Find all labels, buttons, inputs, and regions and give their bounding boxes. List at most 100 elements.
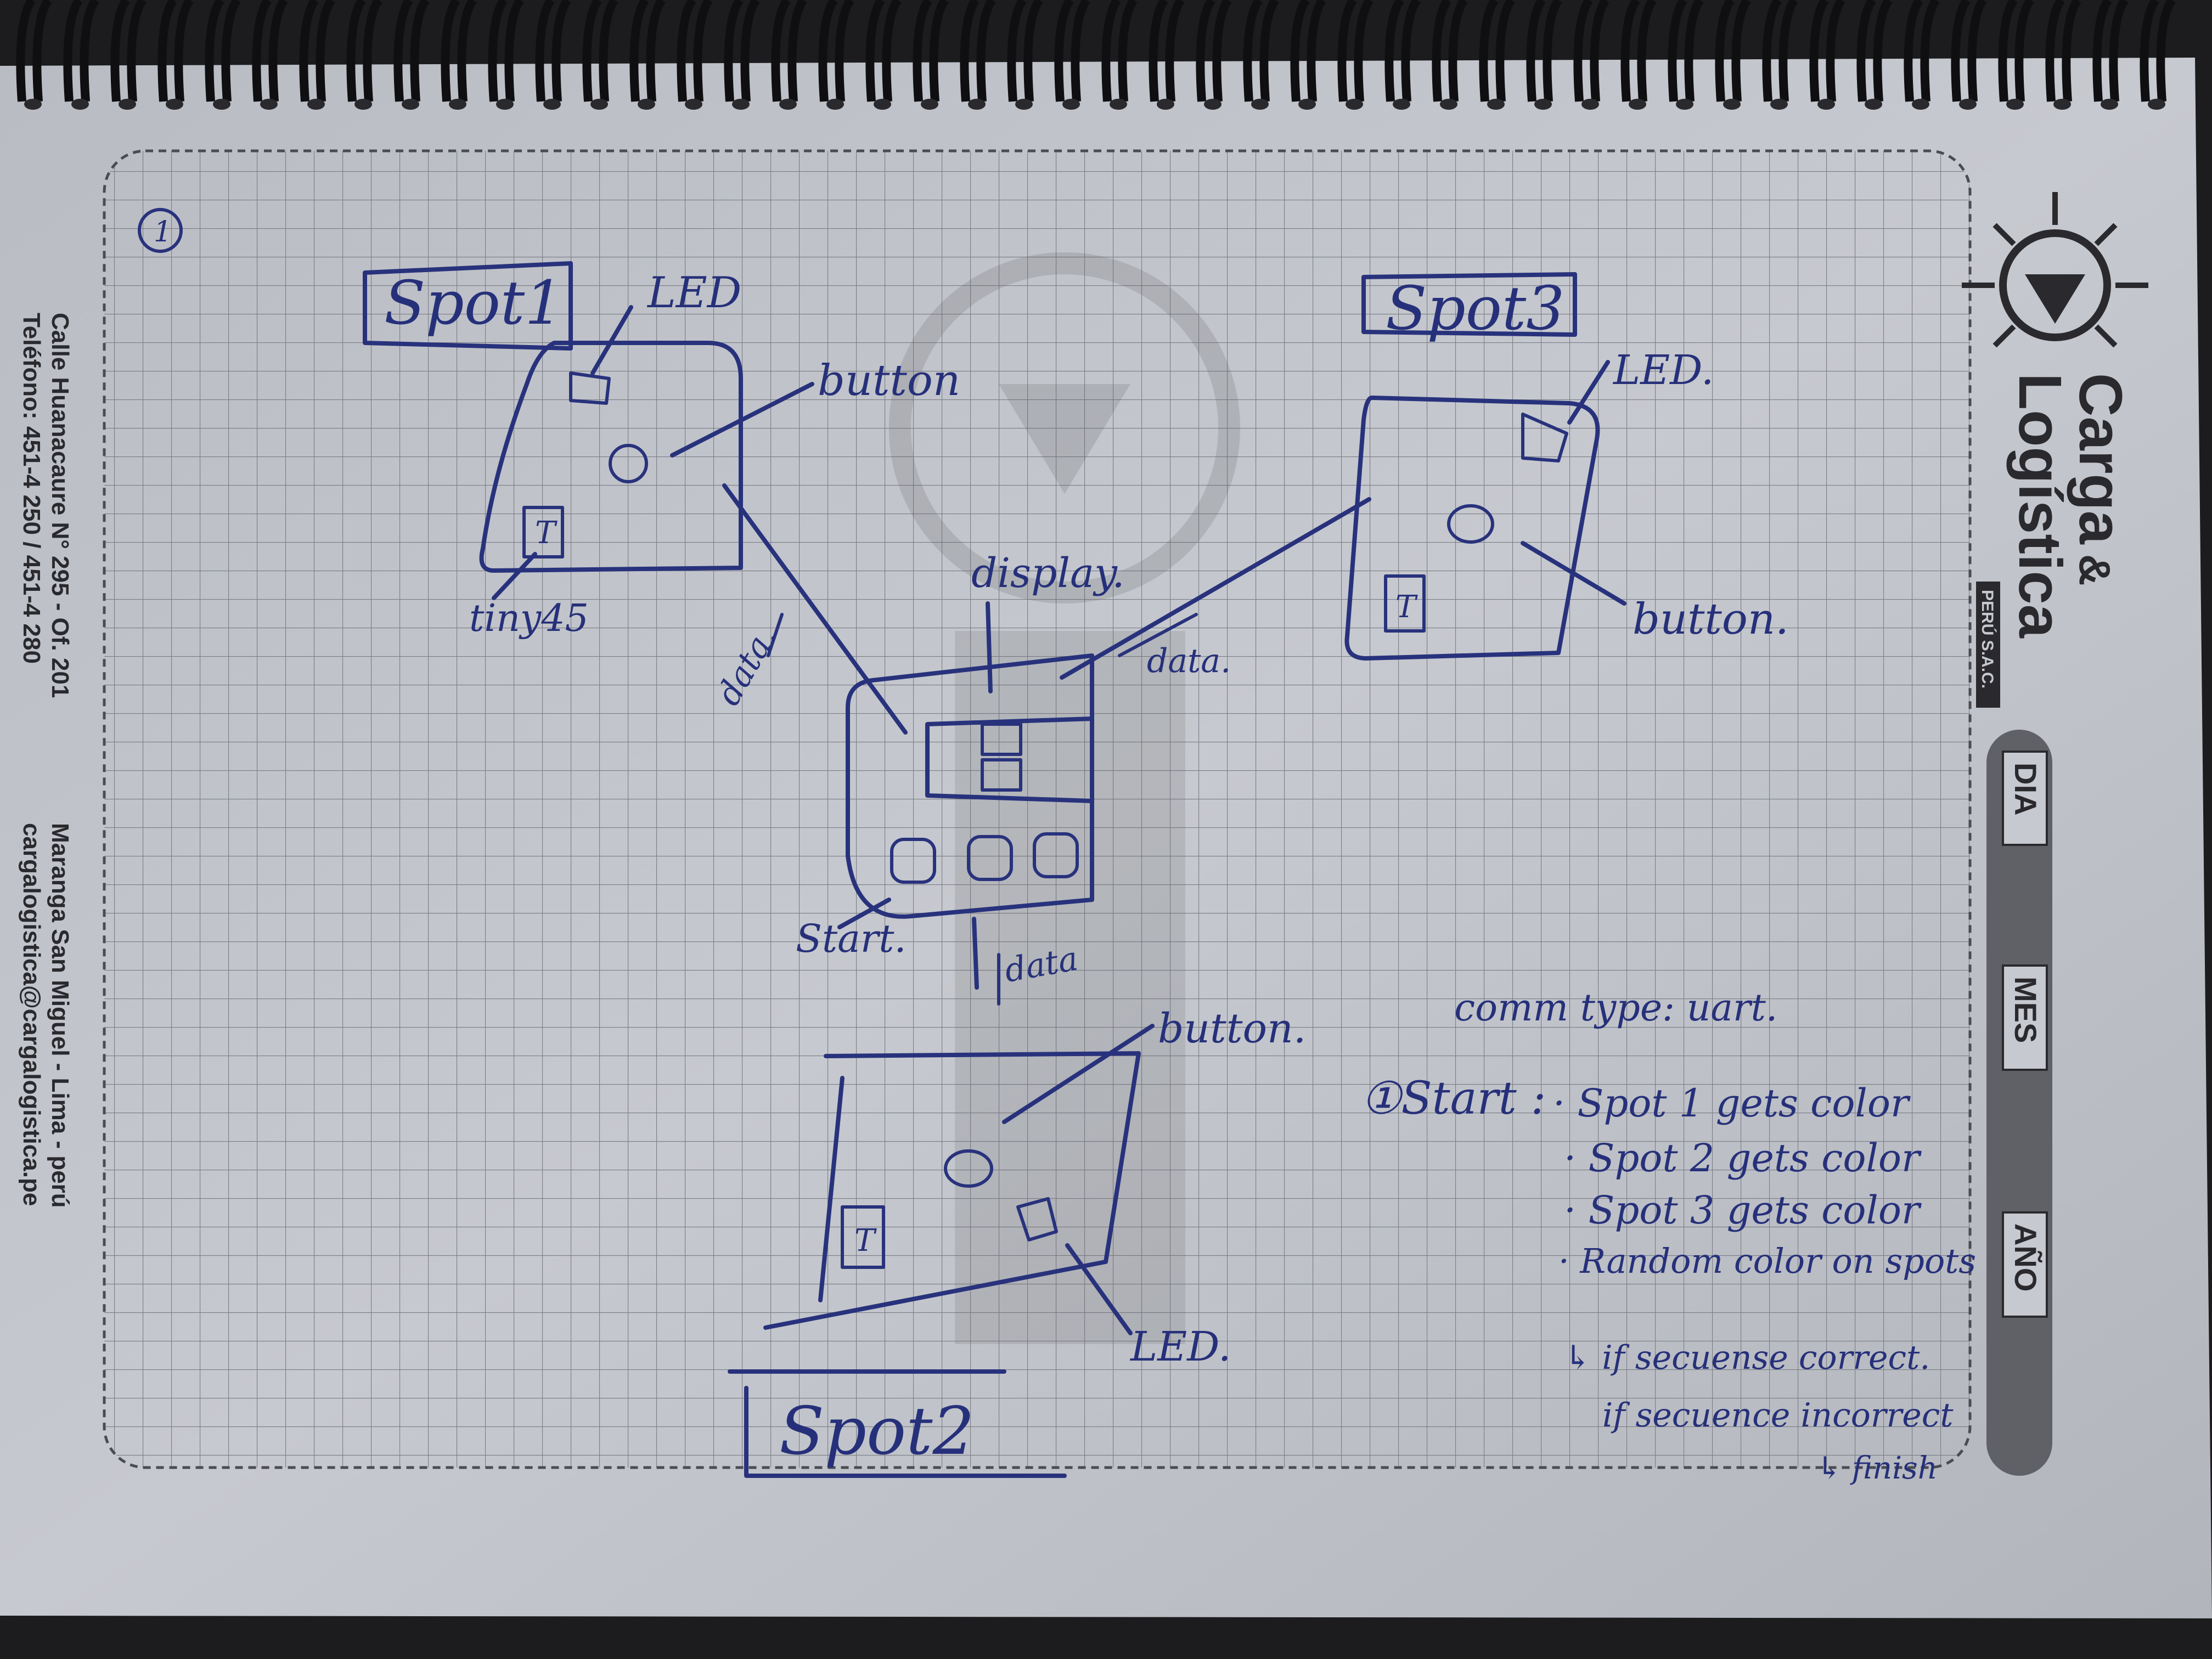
spot3-button-label: button. bbox=[1633, 595, 1789, 644]
spiral-ring bbox=[677, 0, 713, 102]
spiral-hole bbox=[354, 99, 372, 110]
spiral-hole bbox=[732, 99, 750, 110]
hub-display-segment-top bbox=[981, 723, 1022, 756]
spiral-ring bbox=[1384, 0, 1421, 102]
spiral-ring bbox=[205, 0, 241, 102]
spot1-chip-label: T bbox=[535, 515, 558, 551]
spiral-ring bbox=[2092, 0, 2129, 102]
compass-icon bbox=[1962, 192, 2148, 348]
spiral-hole bbox=[496, 99, 514, 110]
notes-step-2: · Spot 2 gets color bbox=[1564, 1136, 1922, 1181]
spiral-ring bbox=[771, 0, 807, 102]
spot2-title-box bbox=[728, 1369, 1067, 1478]
spot1-title: Spot1 bbox=[384, 268, 563, 338]
address-line1: Calle Huanacaure N° 295 - Of. 201 bbox=[47, 313, 74, 698]
hub-display-arrow bbox=[986, 601, 993, 693]
spiral-hole bbox=[1770, 99, 1788, 110]
notes-comm: comm type: uart. bbox=[1454, 986, 1777, 1030]
spiral-hole bbox=[1865, 99, 1882, 110]
spiral-ring bbox=[299, 0, 335, 102]
page-number: 1 bbox=[138, 208, 183, 253]
spiral-hole bbox=[590, 99, 608, 110]
link-spot2-hub bbox=[972, 917, 979, 990]
spot1-led-icon bbox=[569, 371, 611, 405]
spot2-button-icon bbox=[944, 1149, 993, 1188]
hub-button-3 bbox=[1033, 832, 1079, 878]
spiral-ring bbox=[629, 0, 666, 102]
spiral-hole bbox=[2148, 99, 2165, 110]
hub: display. Start. bbox=[796, 550, 1125, 961]
spiral-hole bbox=[213, 99, 230, 110]
spot2: button. LED. T Spot2 bbox=[728, 1005, 1306, 1478]
tab-dia[interactable]: DIA bbox=[2008, 763, 2043, 815]
tab-mes[interactable]: MES bbox=[2008, 977, 2043, 1043]
spiral-ring bbox=[1149, 0, 1185, 102]
spiral-hole bbox=[1912, 99, 1929, 110]
hub-start-arrow bbox=[837, 898, 891, 929]
spiral-hole bbox=[71, 99, 89, 110]
page-number-text: 1 bbox=[154, 216, 172, 249]
spiral-hole bbox=[1534, 99, 1552, 110]
notes: comm type: uart. ①Start : · Spot 1 gets … bbox=[1361, 986, 1976, 1486]
spiral-ring bbox=[1904, 0, 1940, 102]
spiral-ring bbox=[1998, 0, 2034, 102]
spot1-button-label: button bbox=[818, 356, 960, 405]
spiral-hole bbox=[1251, 99, 1269, 110]
spiral-hole bbox=[685, 99, 702, 110]
spot2-led-icon bbox=[1016, 1197, 1058, 1242]
grid-area bbox=[103, 149, 1972, 1469]
spot1-led-label: LED bbox=[646, 268, 741, 318]
spiral-hole bbox=[260, 99, 278, 110]
spiral-ring bbox=[1620, 0, 1657, 102]
spiral-hole bbox=[166, 99, 183, 110]
spot3-board bbox=[1344, 396, 1600, 661]
spot2-button-arrow bbox=[1002, 1024, 1155, 1124]
spiral-ring bbox=[252, 0, 288, 102]
notes-step-1: · Spot 1 gets color bbox=[1553, 1081, 1911, 1126]
hub-board bbox=[846, 653, 1094, 919]
spiral-hole bbox=[1346, 99, 1363, 110]
tab-ano[interactable]: AÑO bbox=[2008, 1223, 2043, 1291]
spiral-hole bbox=[1817, 99, 1835, 110]
link-right-label: data. bbox=[1147, 642, 1231, 680]
spiral-hole bbox=[1298, 99, 1316, 110]
spiral-ring bbox=[1715, 0, 1751, 102]
hub-display-box bbox=[925, 716, 1094, 803]
spiral-ring bbox=[2140, 0, 2176, 102]
spiral-hole bbox=[1676, 99, 1693, 110]
spot2-led-label: LED. bbox=[1129, 1323, 1231, 1370]
spiral-ring bbox=[865, 0, 902, 102]
spot3-chip-label: T bbox=[1395, 589, 1418, 625]
address-line3: Maranga San Miguel - Lima - perú bbox=[47, 823, 74, 1208]
link-right-tick bbox=[1118, 613, 1198, 657]
spiral-ring bbox=[1337, 0, 1374, 102]
spiral-hole bbox=[2006, 99, 2024, 110]
hub-display-segment-bottom bbox=[981, 758, 1022, 792]
spiral-ring bbox=[1668, 0, 1704, 102]
link-spot3-hub bbox=[1060, 497, 1371, 680]
spiral-hole bbox=[826, 99, 844, 110]
spot1: Spot1 LED button T tiny45 bbox=[363, 261, 960, 640]
spiral-hole bbox=[638, 99, 655, 110]
notes-step-4: · Random color on spots bbox=[1558, 1241, 1976, 1281]
spiral-ring bbox=[1762, 0, 1798, 102]
spiral-ring bbox=[913, 0, 949, 102]
spiral-hole bbox=[1629, 99, 1646, 110]
hub-display-label: display. bbox=[971, 550, 1125, 597]
brand-name-line2: Logística bbox=[2006, 373, 2074, 639]
spiral-hole bbox=[1062, 99, 1080, 110]
spiral-ring bbox=[1479, 0, 1515, 102]
spot3-title-box bbox=[1361, 272, 1577, 337]
spiral-hole bbox=[307, 99, 325, 110]
spiral-hole bbox=[2101, 99, 2118, 110]
spiral-ring bbox=[1809, 0, 1845, 102]
address-line4: cargalogistica@cargalogistica.pe bbox=[18, 823, 45, 1206]
spiral-ring bbox=[1526, 0, 1562, 102]
spiral-hole bbox=[968, 99, 986, 110]
spiral-ring bbox=[1951, 0, 1987, 102]
brand-name-line1: Carga bbox=[2067, 373, 2134, 545]
spiral-hole bbox=[1015, 99, 1033, 110]
spiral-ring bbox=[1054, 0, 1090, 102]
spot3: Spot3 LED. button. T bbox=[1344, 272, 1789, 661]
spiral-ring bbox=[960, 0, 996, 102]
